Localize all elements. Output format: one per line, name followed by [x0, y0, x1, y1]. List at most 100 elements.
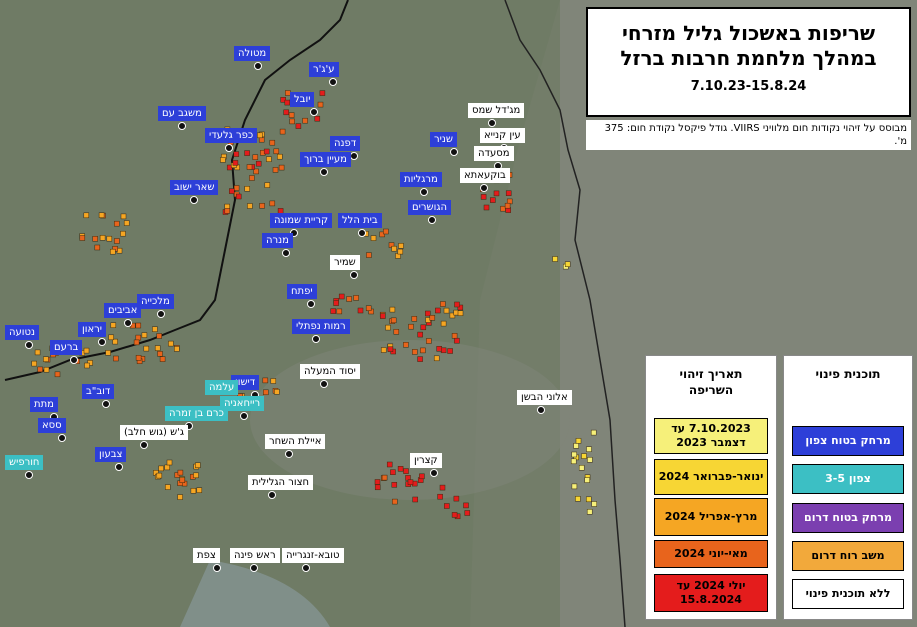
place-label[interactable]: רמות נפתלי	[292, 319, 350, 334]
fire-hotspot	[407, 479, 414, 485]
place-label[interactable]: מנרה	[262, 233, 293, 248]
place-label[interactable]: כרם בן זמרה	[165, 406, 228, 421]
place-label[interactable]: שמיר	[330, 255, 360, 270]
fire-hotspot	[190, 488, 197, 494]
fire-hotspot	[269, 200, 276, 207]
place-label[interactable]: עלמה	[205, 380, 239, 395]
fire-hotspot	[575, 496, 581, 502]
fire-hotspot	[433, 355, 440, 362]
place-label[interactable]: רייחאניה	[220, 396, 265, 411]
place-label[interactable]: מרגליות	[400, 172, 442, 187]
fire-hotspot	[412, 496, 418, 503]
fire-hotspot	[552, 256, 558, 262]
fire-hotspot	[92, 236, 98, 242]
fire-hotspot	[365, 305, 372, 311]
place-marker	[102, 400, 110, 408]
fire-hotspot	[253, 168, 259, 175]
fire-hotspot	[156, 333, 162, 339]
legend-date-item: יולי 2024 עד 15.8.2024	[654, 574, 768, 612]
place-label[interactable]: נטועה	[5, 325, 40, 340]
place-label[interactable]: שניר	[430, 132, 457, 147]
place-label[interactable]: בית הלל	[338, 213, 382, 228]
place-label[interactable]: ג'ש (גוש חלב)	[120, 425, 189, 440]
fire-hotspot	[586, 496, 592, 503]
fire-hotspot	[578, 465, 585, 471]
legend-dates: תאריך זיהוי השריפה 7.10.2023 עד דצמבר 20…	[645, 355, 777, 620]
fire-hotspot	[420, 347, 426, 354]
fire-hotspot	[263, 389, 269, 396]
place-label[interactable]: עין קנייא	[480, 128, 525, 143]
fire-hotspot	[374, 484, 381, 491]
place-label[interactable]: איילת השחר	[265, 434, 326, 449]
place-label[interactable]: משגב עם	[158, 106, 206, 121]
fire-hotspot	[34, 349, 41, 356]
place-marker	[124, 319, 132, 327]
legend-plan-item: ללא תוכנית פינוי	[792, 579, 904, 609]
place-label[interactable]: מעיין ברוך	[300, 152, 351, 167]
fire-hotspot	[229, 188, 235, 194]
fire-hotspot	[83, 347, 90, 354]
place-label[interactable]: אביבים	[104, 303, 142, 318]
fire-hotspot	[437, 493, 443, 500]
place-label[interactable]: ראש פינה	[230, 548, 280, 563]
fire-hotspot	[429, 315, 436, 321]
place-label[interactable]: יראון	[78, 322, 107, 337]
fire-hotspot	[397, 466, 404, 472]
place-marker	[178, 122, 186, 130]
place-marker	[488, 119, 496, 127]
place-label[interactable]: יובל	[290, 92, 315, 107]
fire-hotspot	[387, 346, 394, 352]
place-marker	[537, 406, 545, 414]
fire-hotspot	[152, 326, 158, 332]
fire-hotspot	[490, 197, 496, 203]
fire-hotspot	[439, 484, 446, 491]
place-label[interactable]: מסעדה	[474, 146, 514, 161]
place-label[interactable]: אלוני הבשן	[517, 390, 572, 405]
fire-hotspot	[389, 306, 396, 313]
fire-hotspot	[564, 261, 571, 267]
fire-hotspot	[257, 132, 263, 139]
fire-hotspot	[392, 498, 398, 505]
fire-hotspot	[587, 457, 593, 463]
place-label[interactable]: ע'ג'ר	[309, 62, 339, 77]
place-label[interactable]: ברעם	[50, 340, 83, 355]
place-label[interactable]: דוב"ב	[82, 384, 115, 399]
fire-hotspot	[105, 350, 111, 356]
fire-hotspot	[84, 362, 90, 369]
place-label[interactable]: חצור הגלילית	[248, 475, 314, 490]
place-label[interactable]: צפת	[193, 548, 220, 563]
fire-hotspot	[289, 118, 295, 125]
fire-hotspot	[79, 235, 86, 241]
fire-hotspot	[114, 220, 120, 227]
fire-hotspot	[317, 101, 324, 108]
fire-hotspot	[440, 320, 447, 327]
place-label[interactable]: צבעון	[95, 447, 127, 462]
place-label[interactable]: דפנה	[330, 136, 361, 151]
fire-hotspot	[120, 213, 127, 220]
place-label[interactable]: ססא	[38, 418, 66, 433]
place-label[interactable]: חורפיש	[5, 455, 44, 470]
fire-hotspot	[417, 356, 423, 362]
fire-hotspot	[586, 446, 592, 452]
place-label[interactable]: קצרין	[410, 453, 442, 468]
place-label[interactable]: כפר גלעדי	[205, 128, 258, 143]
place-label[interactable]: שאר ישוב	[170, 180, 219, 195]
place-label[interactable]: מג'דל שמס	[468, 103, 525, 118]
place-label[interactable]: הגושרים	[408, 200, 451, 215]
place-label[interactable]: מלכייה	[137, 294, 174, 309]
fire-hotspot	[135, 322, 142, 329]
place-label[interactable]: מטולה	[234, 46, 271, 61]
fire-hotspot	[274, 389, 280, 395]
place-label[interactable]: קריית שמונה	[270, 213, 333, 228]
legend-plans-header: תוכנית פינוי	[815, 367, 881, 381]
data-source-note: מבוסס על זיהוי נקודות חום מלוויני VIIRS.…	[586, 120, 911, 150]
place-label[interactable]: בוקעאתא	[460, 168, 510, 183]
fire-hotspot	[480, 194, 487, 200]
place-marker	[282, 249, 290, 257]
place-label[interactable]: יפתח	[287, 284, 317, 299]
place-label[interactable]: טובא-זנגרייה	[282, 548, 344, 563]
place-label[interactable]: מתת	[30, 397, 58, 412]
place-label[interactable]: יסוד המעלה	[300, 364, 360, 379]
fire-hotspot	[141, 332, 148, 338]
